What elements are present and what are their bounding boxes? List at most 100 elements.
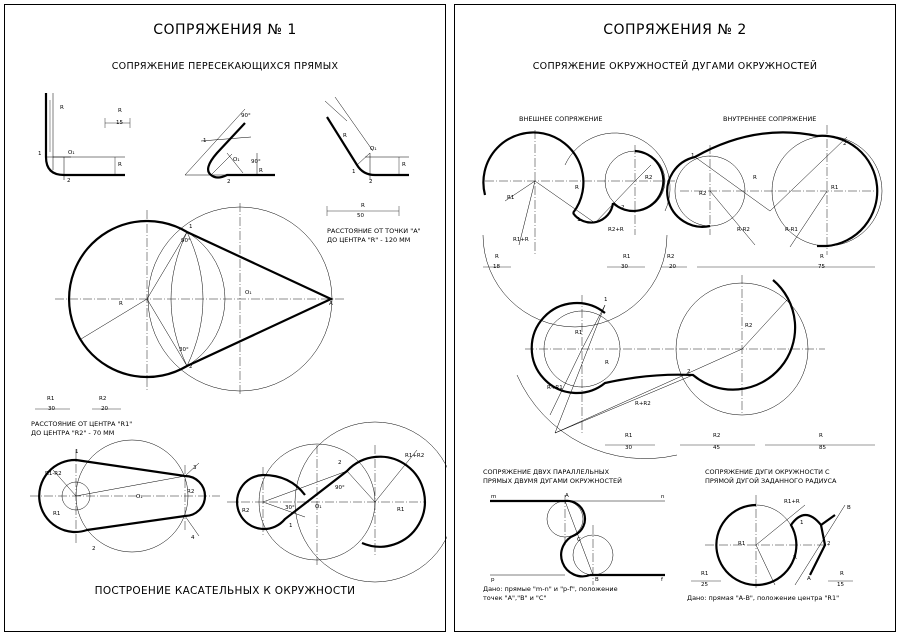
lbl-r2-f: R2 bbox=[242, 508, 250, 514]
fig-mixed-conjugation bbox=[516, 275, 875, 459]
lbl-30-d: 30° bbox=[179, 347, 189, 353]
dim-ext-0-value: 18 bbox=[493, 264, 500, 270]
lbl-r1-f: R1 bbox=[397, 507, 405, 513]
lbl-a-al: A bbox=[807, 576, 811, 582]
dim-ext-1-label: R1 bbox=[623, 254, 631, 260]
dim-al-0-label: R1 bbox=[701, 571, 709, 577]
lbl-2-c: 2 bbox=[369, 179, 373, 185]
lbl-r-ext: R bbox=[575, 185, 579, 191]
label-arcline-1: СОПРЯЖЕНИЕ ДУГИ ОКРУЖНОСТИ С bbox=[705, 468, 830, 476]
fig-obtuse-angle bbox=[324, 96, 409, 180]
lbl-1-int: 1 bbox=[691, 153, 695, 159]
sheet-2-drawing bbox=[482, 125, 883, 590]
lbl-3-e: 3 bbox=[193, 465, 197, 471]
lbl-rmr2: R-R2 bbox=[737, 227, 750, 233]
dim-ext-0-label: R bbox=[495, 254, 499, 260]
lbl-r1-int: R1 bbox=[831, 185, 839, 191]
lbl-1-al: 1 bbox=[800, 520, 804, 526]
lbl-1-e: 1 bbox=[75, 449, 79, 455]
dim-mid-1-label: R2 bbox=[713, 433, 721, 439]
lbl-r-d: R bbox=[119, 301, 123, 307]
lbl-2-f: 2 bbox=[338, 460, 342, 466]
fig-right-angle bbox=[44, 93, 131, 180]
lbl-r2-mid: R2 bbox=[745, 323, 753, 329]
sheet-2-subtitle-top: СОПРЯЖЕНИЕ ОКРУЖНОСТЕЙ ДУГАМИ ОКРУЖНОСТЕ… bbox=[532, 61, 818, 72]
label-internal: ВНУТРЕННЕЕ СОПРЯЖЕНИЕ bbox=[723, 115, 817, 123]
lbl-o1-c: O₁ bbox=[370, 146, 377, 152]
dim-ext-2-value: 20 bbox=[669, 264, 676, 270]
lbl-n: n bbox=[661, 494, 665, 500]
dim-small-r: R bbox=[118, 108, 122, 114]
dim-mid-1-value: 45 bbox=[713, 445, 720, 451]
dim-ext-1-value: 30 bbox=[621, 264, 628, 270]
lbl-2-al: 2 bbox=[827, 541, 831, 547]
lbl-r2-e: R2 bbox=[187, 489, 195, 495]
lbl-r2-int: R2 bbox=[699, 191, 707, 197]
lbl-90-b1: 90° bbox=[241, 113, 251, 119]
lbl-2-d: 2 bbox=[189, 364, 193, 370]
dim-al-0-value: 25 bbox=[701, 582, 708, 588]
lbl-4-e: 4 bbox=[191, 535, 195, 541]
dim-r2-label: R2 bbox=[99, 396, 107, 402]
lbl-a-par: A bbox=[565, 493, 569, 499]
dim-int-0-label: R bbox=[820, 254, 824, 260]
lbl-a-d: A bbox=[329, 301, 333, 307]
note-distance-a-1: РАССТОЯНИЕ ОТ ТОЧКИ "А" bbox=[327, 227, 421, 235]
sheet-1: СОПРЯЖЕНИЯ № 1 СОПРЯЖЕНИЕ ПЕРЕСЕКАЮЩИХСЯ… bbox=[4, 4, 447, 632]
lbl-90-b2: 90° bbox=[251, 159, 261, 165]
lbl-p: p bbox=[491, 577, 495, 583]
lbl-o1-a: O₁ bbox=[68, 150, 75, 156]
dim-r1-label: R1 bbox=[47, 396, 55, 402]
lbl-o1-d: O₁ bbox=[245, 290, 252, 296]
lbl-1-d: 1 bbox=[189, 224, 193, 230]
lbl-2-ext: 2 bbox=[621, 205, 625, 211]
lbl-r2r-ext: R2+R bbox=[608, 227, 624, 233]
label-parallel-1: СОПРЯЖЕНИЕ ДВУХ ПАРАЛЛЕЛЬНЫХ bbox=[483, 468, 610, 476]
lbl-r-int: R bbox=[753, 175, 757, 181]
lbl-30-f: 30° bbox=[285, 505, 295, 511]
lbl-1-ext: 1 bbox=[577, 217, 581, 223]
lbl-90-d1: 90° bbox=[181, 238, 191, 244]
dim-mid-2-label: R bbox=[819, 433, 823, 439]
sheet-1-subtitle-top: СОПРЯЖЕНИЕ ПЕРЕСЕКАЮЩИХСЯ ПРЯМЫХ bbox=[111, 61, 339, 72]
lbl-1-f: 1 bbox=[289, 523, 293, 529]
lbl-b-al: B bbox=[847, 505, 851, 511]
fig-arc-line bbox=[691, 495, 853, 590]
lbl-c-par: C bbox=[577, 537, 581, 543]
dim-al-1-label: R bbox=[840, 571, 844, 577]
lbl-r1-e: R1 bbox=[53, 511, 61, 517]
dim-al-1-value: 15 bbox=[837, 582, 844, 588]
lbl-2-e: 2 bbox=[92, 546, 96, 552]
sheet-2: СОПРЯЖЕНИЯ № 2 СОПРЯЖЕНИЕ ОКРУЖНОСТЕЙ ДУ… bbox=[454, 4, 896, 632]
lbl-1-a: 1 bbox=[38, 151, 42, 157]
lbl-90-f: 90° bbox=[335, 485, 345, 491]
dim-mid-2-value: 85 bbox=[819, 445, 826, 451]
lbl-m: m bbox=[491, 494, 497, 500]
lbl-r-b: R bbox=[259, 168, 263, 174]
lbl-r-c: R bbox=[343, 133, 347, 139]
lbl-o1-b: O₁ bbox=[233, 157, 240, 163]
dim-r2-value: 20 bbox=[101, 406, 108, 412]
lbl-rmr1: R-R1 bbox=[785, 227, 798, 233]
fig-internal-conjugation bbox=[666, 125, 883, 268]
label-arcline-2: ПРЯМОЙ ДУГОЙ ЗАДАННОГО РАДИУСА bbox=[705, 477, 837, 485]
lbl-r1mr2: R1-R2 bbox=[45, 471, 62, 477]
lbl-rmr1b-mid: R+R1 bbox=[547, 385, 563, 391]
lbl-r-a: R bbox=[118, 162, 122, 168]
sheet-2-title: СОПРЯЖЕНИЯ № 2 bbox=[603, 22, 747, 38]
lbl-2-mid: 2 bbox=[687, 369, 691, 375]
fig-tangent-point bbox=[55, 203, 400, 395]
lbl-r-al: R bbox=[793, 555, 797, 561]
dim-small-15: 15 bbox=[116, 120, 123, 126]
note-distance-r1-1: РАССТОЯНИЕ ОТ ЦЕНТРА "R1" bbox=[31, 420, 133, 428]
lbl-1-mid: 1 bbox=[604, 297, 608, 303]
lbl-r-mid: R bbox=[605, 360, 609, 366]
sheet-1-title: СОПРЯЖЕНИЯ № 1 bbox=[153, 22, 297, 38]
fig-acute-angle bbox=[184, 108, 275, 179]
lbl-1-b: 1 bbox=[203, 138, 207, 144]
lbl-r1-al: R1 bbox=[738, 541, 746, 547]
lbl-2-int: 2 bbox=[843, 141, 847, 147]
lbl-r1r-ext: R1+R bbox=[513, 237, 529, 243]
lbl-r1r-al: R1+R bbox=[784, 499, 800, 505]
lbl-r1-ext: R1 bbox=[507, 195, 515, 201]
